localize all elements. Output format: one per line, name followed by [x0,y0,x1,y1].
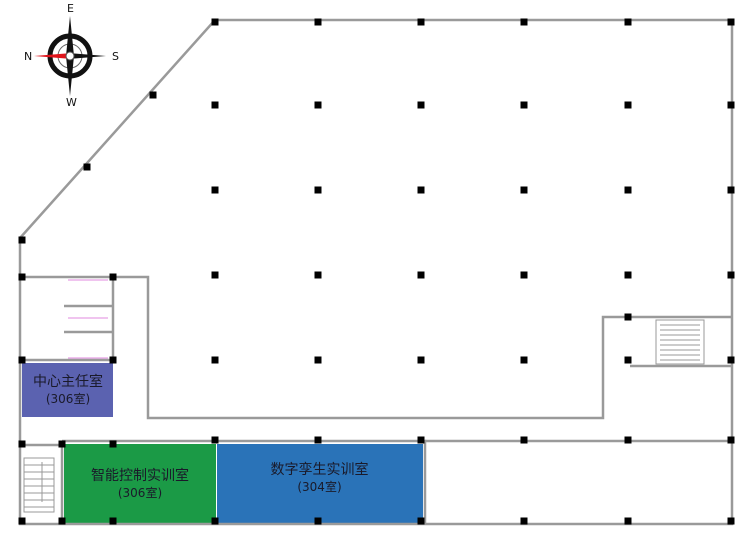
structural-column [520,271,528,279]
room-digital-twin-lab [217,444,423,523]
structural-column [211,101,219,109]
structural-column [109,440,117,448]
room-smart-control-lab [64,444,216,523]
compass-north-label: N [24,50,33,63]
room-label-smart-control-lab: 智能控制实训室 (306室) [64,468,216,502]
structural-column [624,517,632,525]
structural-column [314,186,322,194]
restroom-fixtures [68,279,108,359]
room-name: 数字孪生实训室 [270,462,369,478]
walls [18,18,734,526]
structural-column [314,517,322,525]
structural-column [727,18,735,26]
structural-column [520,517,528,525]
structural-column [109,356,117,364]
structural-column [18,440,26,448]
structural-column [211,356,219,364]
compass-south-label: S [112,50,119,63]
room-name: 中心主任室 [33,374,103,390]
compass-needle-north [34,53,72,59]
structural-column [109,273,117,281]
structural-column [18,356,26,364]
room-name: 智能控制实训室 [91,468,189,484]
structural-column [417,18,425,26]
structural-column [109,517,117,525]
structural-column [624,186,632,194]
structural-column [149,91,157,99]
structural-column [417,101,425,109]
structural-column [18,273,26,281]
structural-column [624,271,632,279]
structural-column [211,517,219,525]
structural-column [624,101,632,109]
room-number: (304室) [297,480,342,494]
structural-column [314,356,322,364]
room-number: (306室) [45,392,91,406]
room-number: (306室) [117,486,163,500]
structural-column [624,18,632,26]
structural-column [417,186,425,194]
structural-column [314,271,322,279]
compass-east-label: E [67,2,74,15]
structural-column [727,271,735,279]
structural-column [727,356,735,364]
structural-column [417,517,425,525]
structural-column [727,101,735,109]
structural-column [314,18,322,26]
compass-west-label: W [66,96,77,109]
structural-column [83,163,91,171]
structural-column [417,436,425,444]
structural-column [211,18,219,26]
structural-column [417,271,425,279]
structural-column [520,101,528,109]
structural-column [211,436,219,444]
stairs-left [23,457,55,513]
structural-column [624,436,632,444]
compass-rose [34,16,106,96]
structural-column [727,436,735,444]
room-label-director-office: 中心主任室 (306室) [22,374,114,408]
columns [18,18,735,525]
room-label-digital-twin-lab: 数字孪生实训室 (304室) [217,462,422,496]
structural-column [520,18,528,26]
structural-column [18,236,26,244]
structural-column [417,356,425,364]
stairs-right [655,319,705,365]
structural-column [314,101,322,109]
structural-column [58,440,66,448]
structural-column [18,517,26,525]
structural-column [211,271,219,279]
room-director-office [22,363,113,417]
structural-column [624,356,632,364]
structural-column [520,436,528,444]
structural-column [314,436,322,444]
structural-column [211,186,219,194]
structural-column [520,186,528,194]
structural-column [58,517,66,525]
structural-column [727,186,735,194]
structural-column [624,313,632,321]
structural-column [520,356,528,364]
structural-column [727,517,735,525]
